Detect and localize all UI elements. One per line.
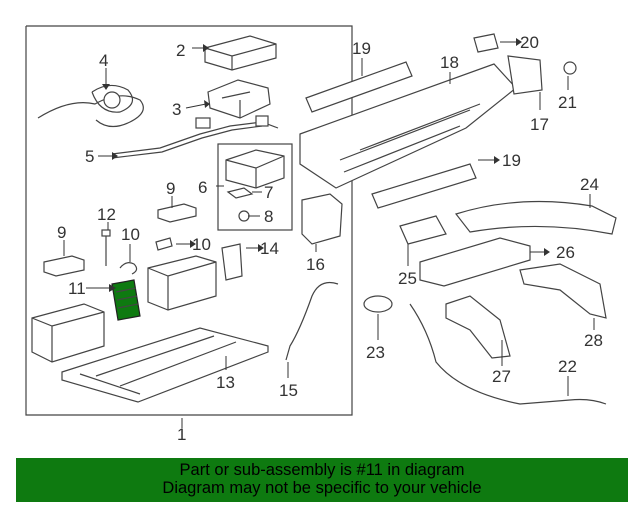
part-25-component <box>399 215 447 245</box>
part-23-seal <box>363 295 393 313</box>
part-17-bracket <box>507 55 543 95</box>
battery-module-upper <box>147 255 217 311</box>
assembly-frame <box>25 25 353 416</box>
callout-27: 27 <box>492 367 511 386</box>
part-2-module <box>204 35 277 71</box>
callout-2: 2 <box>176 41 185 60</box>
callout-4: 4 <box>99 51 108 70</box>
subassembly-box-6 <box>217 143 293 231</box>
part-8-fastener <box>238 210 250 222</box>
callout-10-upper: 10 <box>192 235 211 254</box>
callout-20: 20 <box>520 33 539 52</box>
callout-26: 26 <box>556 243 575 262</box>
banner-line-2: Diagram may not be specific to your vehi… <box>162 479 482 497</box>
callout-9-upper: 9 <box>166 179 175 198</box>
part-12-bolt <box>101 229 111 266</box>
part-7-clip <box>226 187 254 199</box>
part-26-duct <box>419 237 531 287</box>
callout-17: 17 <box>530 115 549 134</box>
leader-lines <box>63 41 595 428</box>
part-21-grommet <box>563 61 577 75</box>
callout-23: 23 <box>366 343 385 362</box>
callout-1: 1 <box>177 425 186 444</box>
callout-3: 3 <box>172 100 181 119</box>
part-5-harness <box>111 115 279 159</box>
callout-5: 5 <box>85 147 94 166</box>
callout-12: 12 <box>97 205 116 224</box>
parts-diagram: 2 3 4 5 6 7 8 9 9 10 10 11 12 13 14 15 1… <box>25 25 617 444</box>
part-18-housing <box>299 63 517 189</box>
callout-16: 16 <box>306 255 325 274</box>
callout-18: 18 <box>440 53 459 72</box>
callout-24: 24 <box>580 175 599 194</box>
callout-15: 15 <box>279 381 298 400</box>
part-19-panel-upper <box>305 61 413 113</box>
callout-22: 22 <box>558 357 577 376</box>
part-15-cable <box>285 281 339 361</box>
callout-28: 28 <box>584 331 603 350</box>
part-13-tray <box>61 327 269 403</box>
callout-14: 14 <box>260 239 279 258</box>
callout-13: 13 <box>216 373 235 392</box>
part-16-bracket <box>301 193 343 245</box>
callout-6: 6 <box>198 178 207 197</box>
part-11-highlighted <box>111 279 141 321</box>
leader-arrowheads <box>102 38 550 292</box>
part-10-hose-upper <box>155 237 173 251</box>
info-banner: Part or sub-assembly is #11 in diagram D… <box>16 458 628 502</box>
part-19-panel-lower <box>371 163 477 209</box>
callout-19-lower: 19 <box>502 151 521 170</box>
callout-9-lower: 9 <box>57 223 66 242</box>
callout-8: 8 <box>264 207 273 226</box>
callout-7: 7 <box>264 183 273 202</box>
part-9-block-lower <box>43 255 85 277</box>
part-9-block-upper <box>157 203 197 223</box>
part-22-cable <box>409 303 607 405</box>
battery-module-left <box>31 303 105 363</box>
part-27-duct <box>445 295 511 359</box>
callout-25: 25 <box>398 269 417 288</box>
banner-line-1: Part or sub-assembly is #11 in diagram <box>179 461 465 479</box>
part-3-bracket <box>207 79 271 119</box>
callout-11: 11 <box>68 279 86 298</box>
part-28-duct <box>519 263 607 319</box>
callout-10-lower: 10 <box>121 225 140 244</box>
part-4-harness <box>37 84 144 128</box>
part-14-bracket <box>221 243 243 281</box>
part-24-duct <box>454 200 617 235</box>
part-10-hose-lower <box>119 262 138 275</box>
part-6-module <box>225 149 285 189</box>
part-20-module <box>473 33 499 53</box>
callout-19-upper: 19 <box>352 39 371 58</box>
callout-21: 21 <box>558 93 577 112</box>
